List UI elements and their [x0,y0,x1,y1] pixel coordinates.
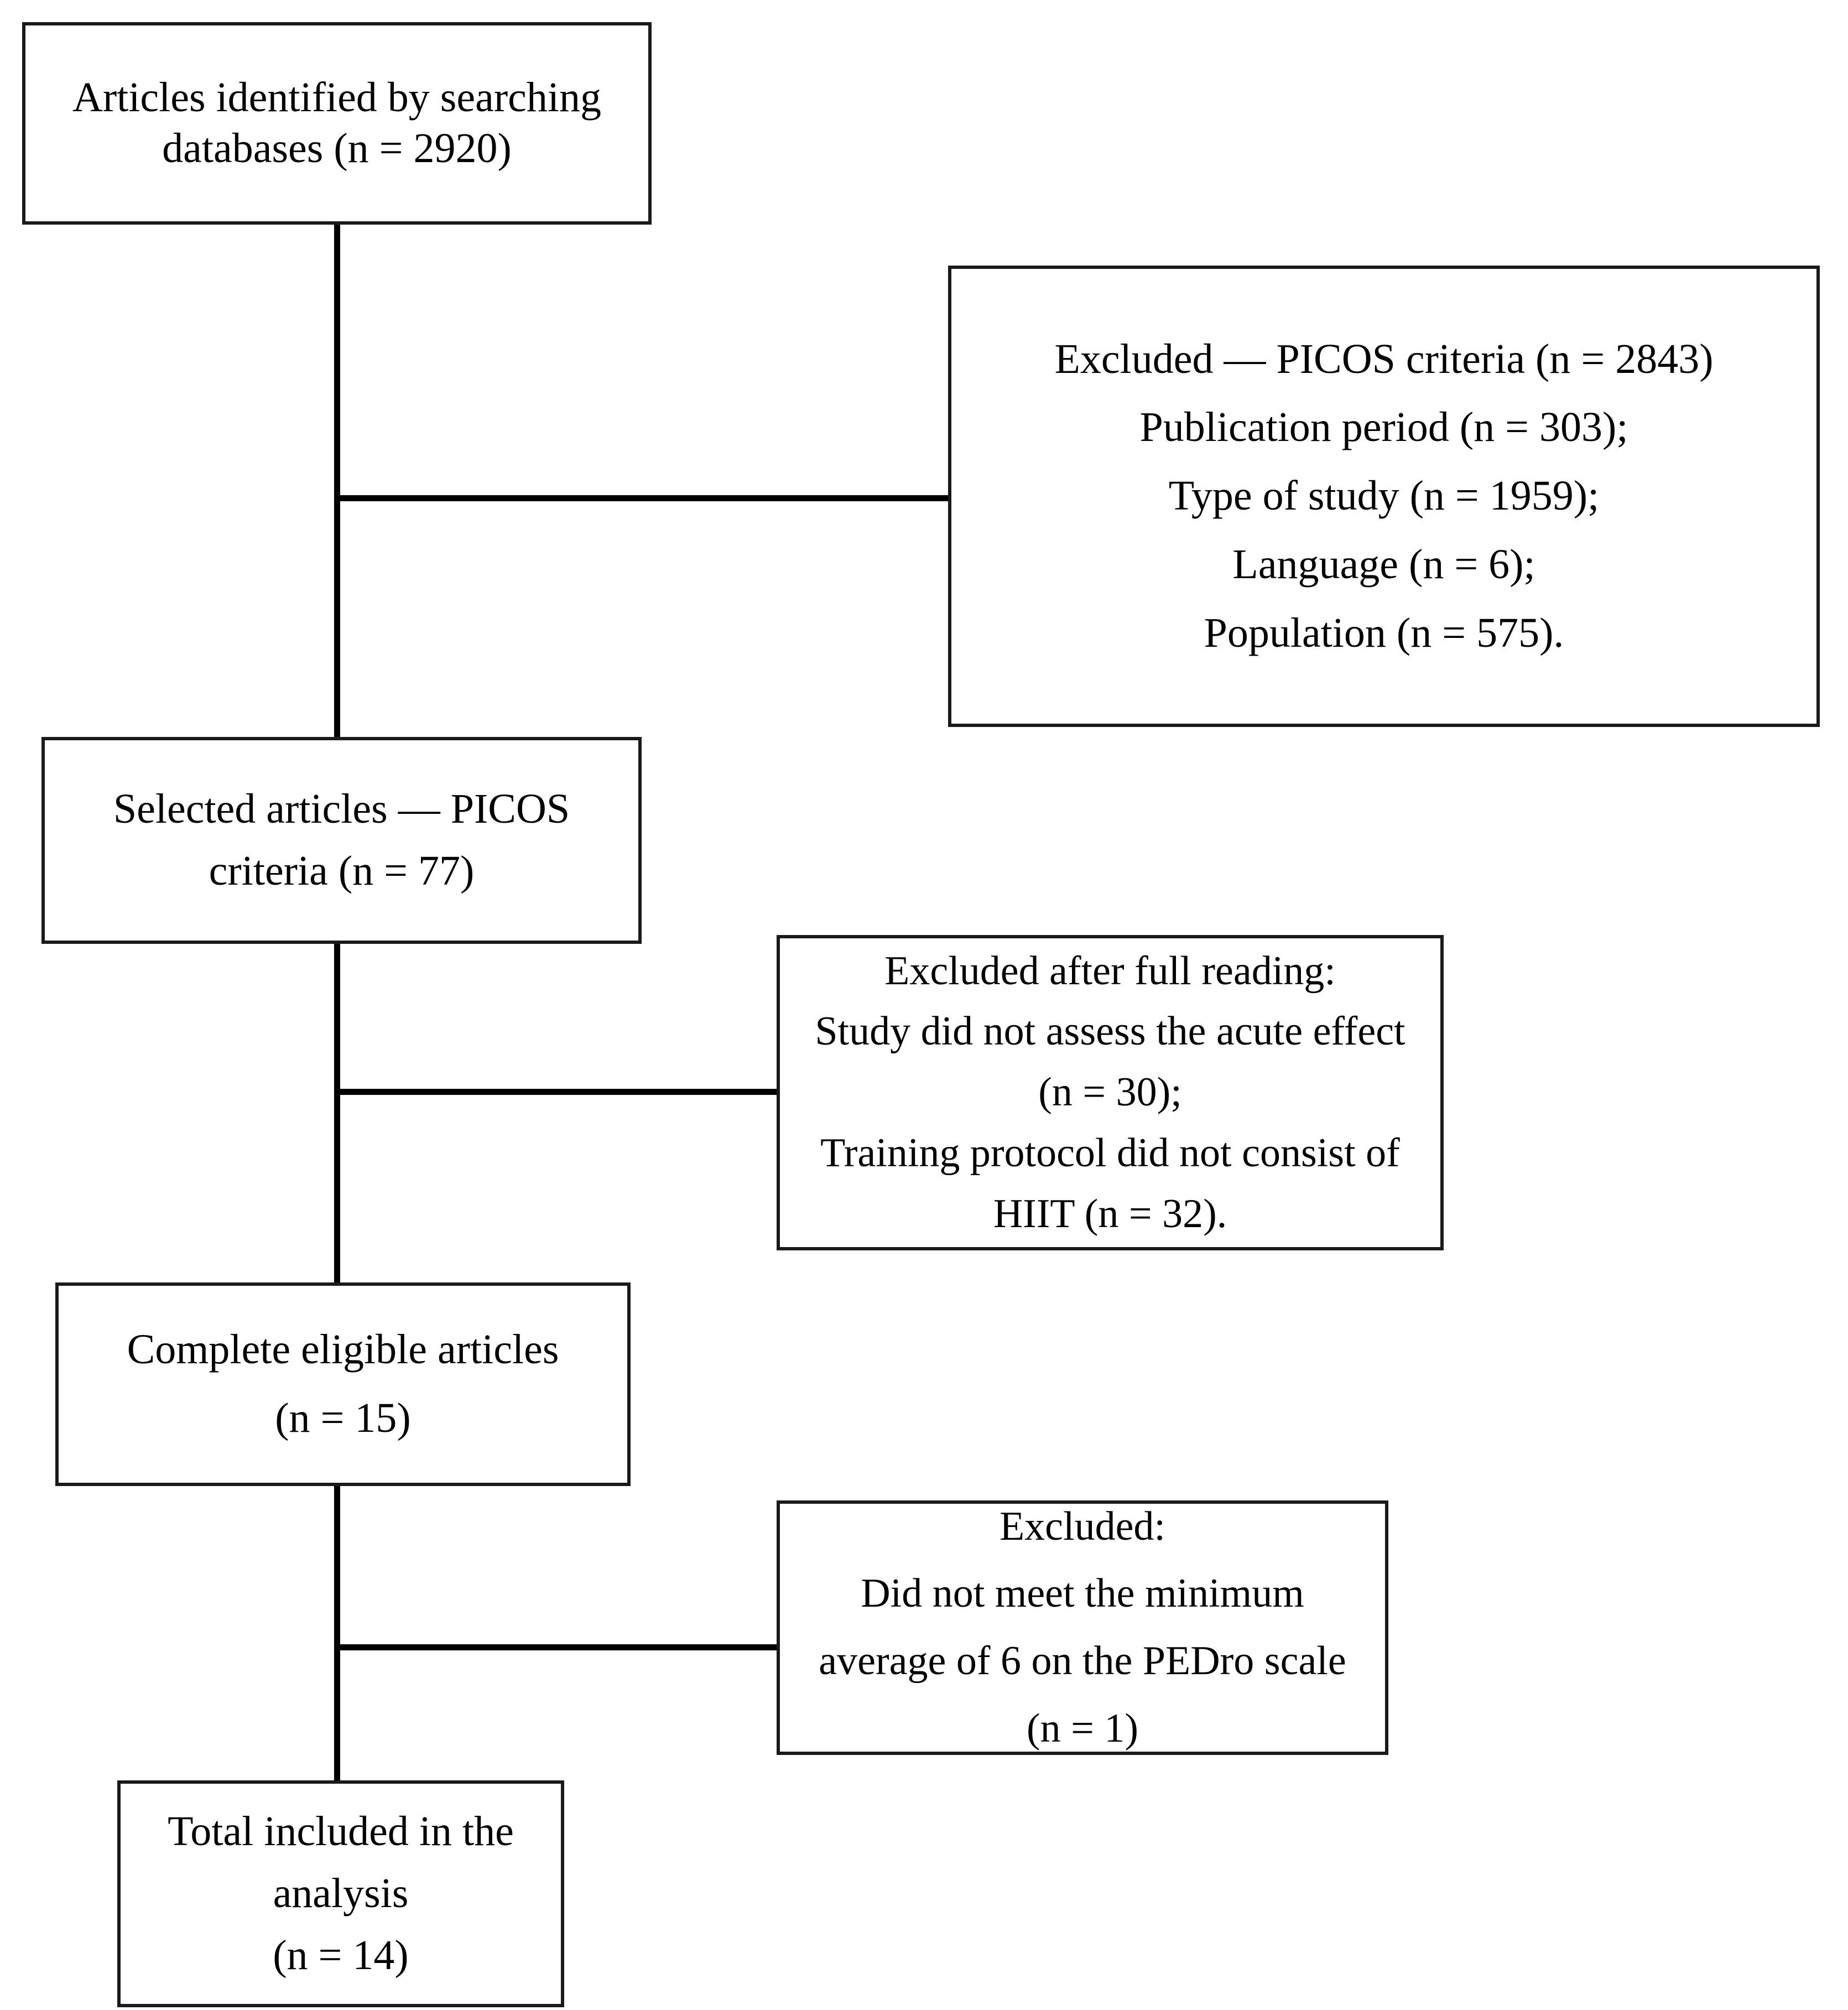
excluded-picos-line-3: Type of study (n = 1959); [1168,472,1600,520]
connector-branch-excluded-picos [334,495,948,501]
connector-branch-excluded-pedro [334,1644,777,1650]
excluded-picos-line-5: Population (n = 575). [1204,609,1564,656]
box-articles-identified: Articles identified by searching databas… [22,22,652,225]
excluded-picos-line-1: Excluded — PICOS criteria (n = 2843) [1054,335,1714,382]
excluded-picos-line-4: Language (n = 6); [1232,541,1535,588]
box-complete-eligible-articles: Complete eligible articles (n = 15) [55,1282,631,1486]
excluded-pedro-line-4: (n = 1) [1026,1705,1139,1751]
box-excluded-picos-criteria: Excluded — PICOS criteria (n = 2843) Pub… [948,266,1820,727]
included-line-1: Total included in the [168,1808,514,1855]
box-excluded-pedro-scale: Excluded: Did not meet the minimum avera… [777,1500,1388,1755]
excluded-pedro-line-2: Did not meet the minimum [861,1571,1304,1617]
included-line-3: (n = 14) [273,1931,409,1978]
box-selected-articles: Selected articles — PICOS criteria (n = … [41,737,642,944]
excluded-full-reading-line-5: HIIT (n = 32). [993,1191,1227,1237]
excluded-full-reading-line-4: Training protocol did not consist of [820,1130,1400,1176]
excluded-full-reading-line-3: (n = 30); [1038,1069,1182,1115]
excluded-pedro-line-1: Excluded: [999,1503,1165,1549]
articles-identified-line-2: databases (n = 2920) [162,125,512,172]
connector-branch-excluded-full-reading [334,1089,777,1095]
included-line-2: analysis [273,1870,409,1917]
excluded-pedro-line-3: average of 6 on the PEDro scale [819,1638,1346,1684]
articles-identified-line-1: Articles identified by searching [72,74,601,121]
excluded-full-reading-line-1: Excluded after full reading: [884,948,1336,994]
connector-trunk-main [334,221,340,1892]
excluded-picos-line-2: Publication period (n = 303); [1139,404,1628,451]
box-excluded-after-full-reading: Excluded after full reading: Study did n… [777,935,1444,1250]
selected-articles-line-1: Selected articles — PICOS [113,786,570,833]
eligible-line-2: (n = 15) [275,1395,411,1441]
box-total-included-in-analysis: Total included in the analysis (n = 14) [117,1780,564,2007]
selected-articles-line-2: criteria (n = 77) [209,848,475,894]
eligible-line-1: Complete eligible articles [127,1326,559,1373]
excluded-full-reading-line-2: Study did not assess the acute effect [815,1009,1405,1055]
